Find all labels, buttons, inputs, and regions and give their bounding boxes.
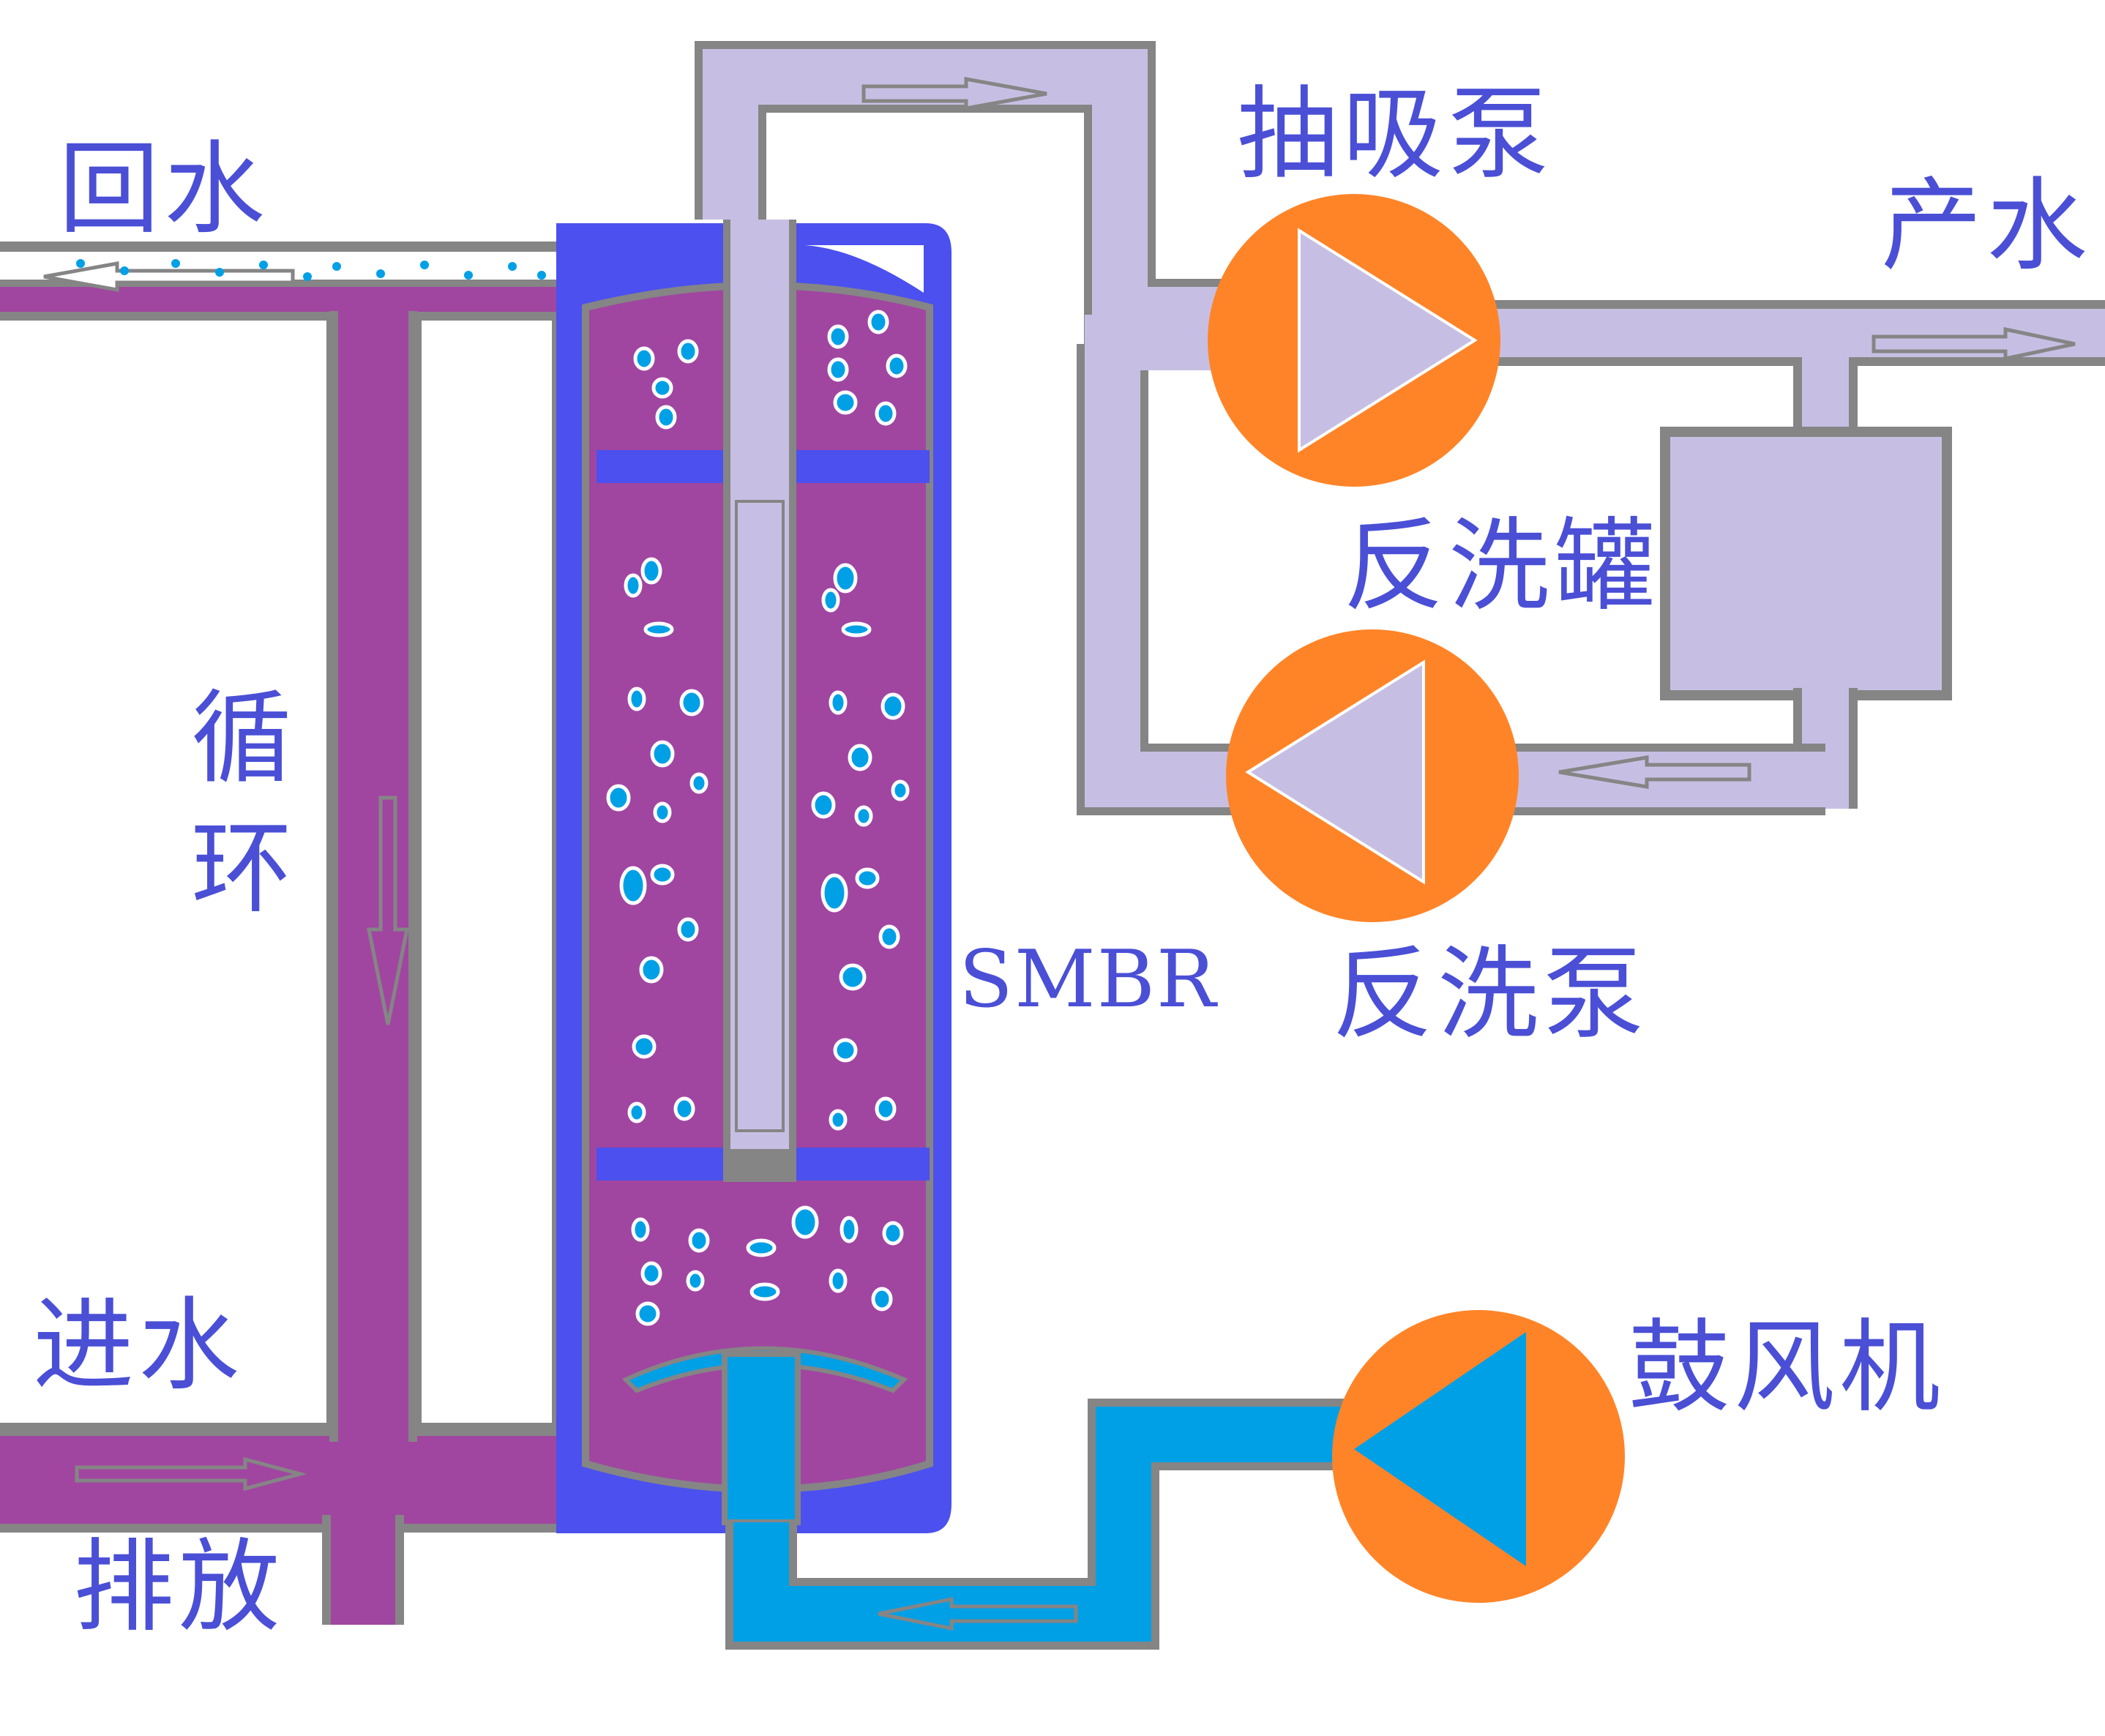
permeate-circuit xyxy=(695,41,2105,815)
air-arrow-icon xyxy=(878,1596,1078,1631)
pump-left-arrow-icon xyxy=(1245,659,1425,885)
backwash-pump xyxy=(1226,629,1519,922)
air-inlet-pipe xyxy=(722,1351,801,1525)
permeate-arrow-icon xyxy=(861,77,1047,111)
suction-pump-label: 抽吸泵 xyxy=(1237,75,1554,193)
product-water-label: 产水 xyxy=(1881,167,2093,285)
aerator xyxy=(621,1346,908,1393)
drain-pipe xyxy=(331,1515,395,1625)
circulation-pipe xyxy=(338,311,408,1442)
backwash-tank-label: 反洗罐 xyxy=(1343,507,1660,625)
return-water-label: 回水 xyxy=(59,130,270,248)
backwash-arrow-icon xyxy=(1558,755,1751,789)
inlet-arrow-icon xyxy=(75,1456,307,1492)
blower-label: 鼓风机 xyxy=(1629,1309,1945,1426)
return-arrow-icon xyxy=(43,261,295,292)
reactor-label: SMBR xyxy=(959,934,1218,1025)
suction-pump xyxy=(1208,194,1500,487)
reactor-bubbles xyxy=(606,310,910,1326)
drain-label: 排放 xyxy=(73,1528,285,1646)
circulation-down-arrow-icon xyxy=(366,796,410,1025)
blower xyxy=(1332,1310,1625,1603)
air-circuit xyxy=(725,1399,1354,1650)
middle-panel xyxy=(413,312,561,1432)
pump-right-arrow-icon xyxy=(1298,228,1478,453)
blower-left-arrow-icon xyxy=(1354,1332,1526,1566)
backwash-pump-label: 反洗泵 xyxy=(1332,935,1649,1053)
inlet-water-label: 进水 xyxy=(33,1287,244,1404)
circulation-label: 循环 xyxy=(173,684,291,945)
backwash-tank xyxy=(1660,427,1952,700)
left-panel xyxy=(0,312,335,1432)
product-arrow-icon xyxy=(1872,326,2076,362)
